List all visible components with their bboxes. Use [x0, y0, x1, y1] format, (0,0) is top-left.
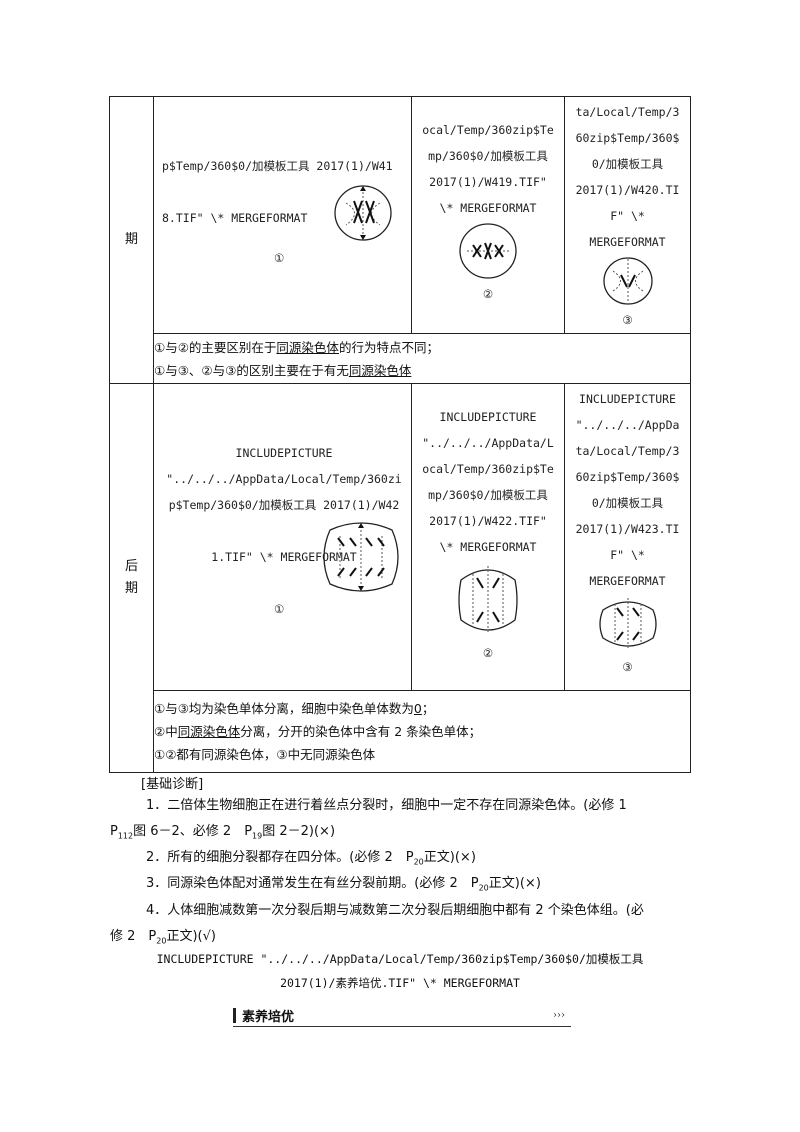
figure-mark: ③	[622, 313, 633, 327]
figure-mark: ③	[622, 660, 633, 674]
field-text: INCLUDEPICTURE "../../../AppDa ta/Local/…	[575, 392, 680, 588]
field-text: ta/Local/Temp/3 60zip$Temp/360$ 0/加模板工具 …	[575, 105, 680, 249]
diagnosis-item-4: 4．人体细胞减数第一次分裂后期与减数第二次分裂后期细胞中都有 2 个染色体组。(…	[110, 903, 644, 946]
phase-label-anaphase: 后 期	[109, 383, 154, 773]
cell-anaphase-3: INCLUDEPICTURE "../../../AppDa ta/Local/…	[564, 383, 691, 691]
section-band: 素养培优 ›››	[233, 1006, 571, 1027]
cell-diagram-icon	[598, 598, 657, 650]
cell-diagram-icon	[459, 223, 517, 279]
cell-diagram-icon	[602, 257, 653, 305]
phase-label-metaphase: 期	[109, 96, 154, 384]
field-text: INCLUDEPICTURE "../../../AppData/Local/T…	[166, 446, 402, 564]
diagnosis-item-3: 3．同源染色体配对通常发生在有丝分裂前期。(必修 2 P20正文)(×)	[146, 876, 541, 893]
field-text: ocal/Temp/360zip$Te mp/360$0/加模板工具 2017(…	[422, 123, 554, 215]
cell-metaphase-3: ta/Local/Temp/3 60zip$Temp/360$ 0/加模板工具 …	[564, 96, 691, 334]
chevron-right-icon: ›››	[553, 1010, 565, 1021]
field-code-line-2: 2017(1)/素养培优.TIF" \* MERGEFORMAT	[280, 976, 520, 990]
cell-diagram-icon	[334, 185, 392, 241]
cell-metaphase-1: p$Temp/360$0/加模板工具 2017(1)/W41 8.TIF" \*…	[153, 96, 412, 334]
field-code-line-1: INCLUDEPICTURE "../../../AppData/Local/T…	[156, 952, 644, 966]
anaphase-notes: ①与③均为染色单体分离，细胞中染色单体数为0； ②中同源染色体分离，分开的染色体…	[153, 690, 691, 773]
phase-table: 期 p$Temp/360$0/加模板工具 2017(1)/W41 8.TIF" …	[109, 96, 691, 773]
cell-diagram-icon	[323, 522, 399, 592]
figure-mark: ①	[274, 251, 285, 265]
metaphase-notes: ①与②的主要区别在于同源染色体的行为特点不同； ①与③、②与③的区别主要在于有无…	[153, 333, 691, 384]
cell-metaphase-2: ocal/Temp/360zip$Te mp/360$0/加模板工具 2017(…	[411, 96, 565, 334]
field-text: p$Temp/360$0/加模板工具 2017(1)/W41 8.TIF" \*…	[162, 159, 393, 225]
field-text: INCLUDEPICTURE "../../../AppData/L ocal/…	[422, 410, 554, 554]
band-label: 素养培优	[242, 1010, 295, 1025]
cell-anaphase-2: INCLUDEPICTURE "../../../AppData/L ocal/…	[411, 383, 565, 691]
figure-mark: ①	[274, 602, 285, 616]
diagnosis-item-1: 1．二倍体生物细胞正在进行着丝点分裂时，细胞中一定不存在同源染色体。(必修 1 …	[110, 798, 627, 841]
diagnosis-item-2: 2．所有的细胞分裂都存在四分体。(必修 2 P20正文)(×)	[146, 850, 476, 867]
section-title: [基础诊断]	[141, 777, 204, 792]
figure-mark: ②	[482, 287, 494, 301]
cell-anaphase-1: INCLUDEPICTURE "../../../AppData/Local/T…	[153, 383, 412, 691]
cell-diagram-icon	[458, 566, 518, 634]
band-bar	[233, 1008, 236, 1023]
figure-mark: ②	[482, 646, 494, 660]
